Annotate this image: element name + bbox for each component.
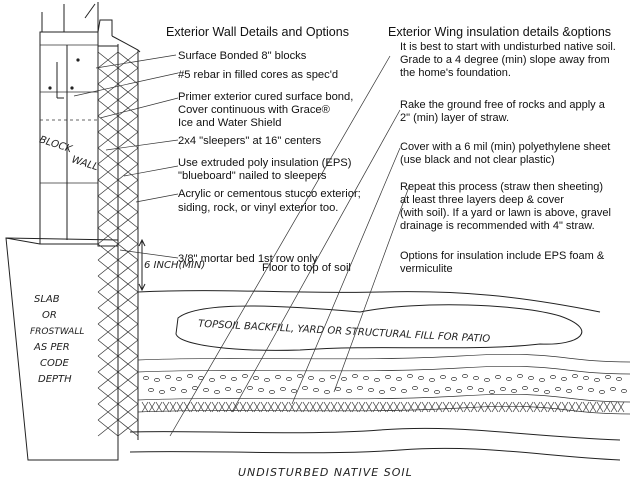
left-note-6: Use extruded poly insulation (EPS) [178,157,352,169]
footing-label-3: AS PER [33,342,70,353]
left-note-10: 3/8" mortar bed 1st row only [178,253,318,265]
ground [129,290,631,461]
left-note-5: 2x4 "sleepers" at 16" centers [178,135,322,147]
right-note-11: Options for insulation include EPS foam … [400,250,605,262]
right-note-6: (use black and not clear plastic) [400,154,555,166]
left-note-9: siding, rock, or vinyl exterior too. [178,202,338,214]
wall-label: WALL [70,154,99,173]
right-note-10: drainage is recommended with 4" straw. [400,220,595,232]
footing-label-4: CODE [40,358,70,369]
topsoil-label: TOPSOIL BACKFILL, YARD OR STRUCTURAL FIL… [198,319,491,345]
footing-label-0: SLAB [34,294,60,305]
block-label: BLOCK [38,134,75,155]
left-note-2: Primer exterior cured surface bond, [178,91,353,103]
right-note-4: 2" (min) layer of straw. [400,112,509,124]
right-note-1: Grade to a 4 degree (min) slope away fro… [400,54,610,66]
right-note-0: It is best to start with undisturbed nat… [400,41,616,53]
footing-label-1: OR [42,310,57,321]
right-notes: It is best to start with undisturbed nat… [400,41,616,275]
leader-lines [73,54,411,437]
left-title: Exterior Wall Details and Options [166,25,349,39]
right-title: Exterior Wing insulation details &option… [388,25,611,39]
left-note-1: #5 rebar in filled cores as spec'd [178,69,338,81]
right-note-2: the home's foundation. [400,67,511,79]
footing-label-5: DEPTH [38,374,72,385]
left-note-8: Acrylic or cementous stucco exterior; [178,188,361,200]
right-note-9: (with soil). If a yard or lawn is above,… [400,207,611,219]
height-dimension [138,238,146,292]
footing [5,237,119,461]
left-note-7: "blueboard" nailed to sleepers [178,170,327,182]
block-wall [39,2,113,245]
left-notes: Surface Bonded 8" blocks #5 rebar in fill… [178,50,361,274]
right-note-3: Rake the ground free of rocks and apply … [400,99,606,111]
right-note-12: vermiculite [400,263,453,275]
left-note-3: Cover continuous with Grace® [178,104,331,116]
left-note-4: Ice and Water Shield [178,117,281,129]
right-note-5: Cover with a 6 mil (min) polyethylene sh… [400,141,610,153]
right-note-8: at least three layers deep & cover [400,194,564,206]
sleepers-and-insulation [97,35,141,440]
height-label: 6 INCH(MIN) [144,260,205,271]
native-soil-label: UNDISTURBED NATIVE SOIL [238,466,413,479]
footing-label-2: FROSTWALL [30,327,84,337]
left-note-0: Surface Bonded 8" blocks [178,50,307,62]
left-note-11: Floor to top of soil [262,262,351,274]
right-note-7: Repeat this process (straw then sheeting… [400,181,603,193]
